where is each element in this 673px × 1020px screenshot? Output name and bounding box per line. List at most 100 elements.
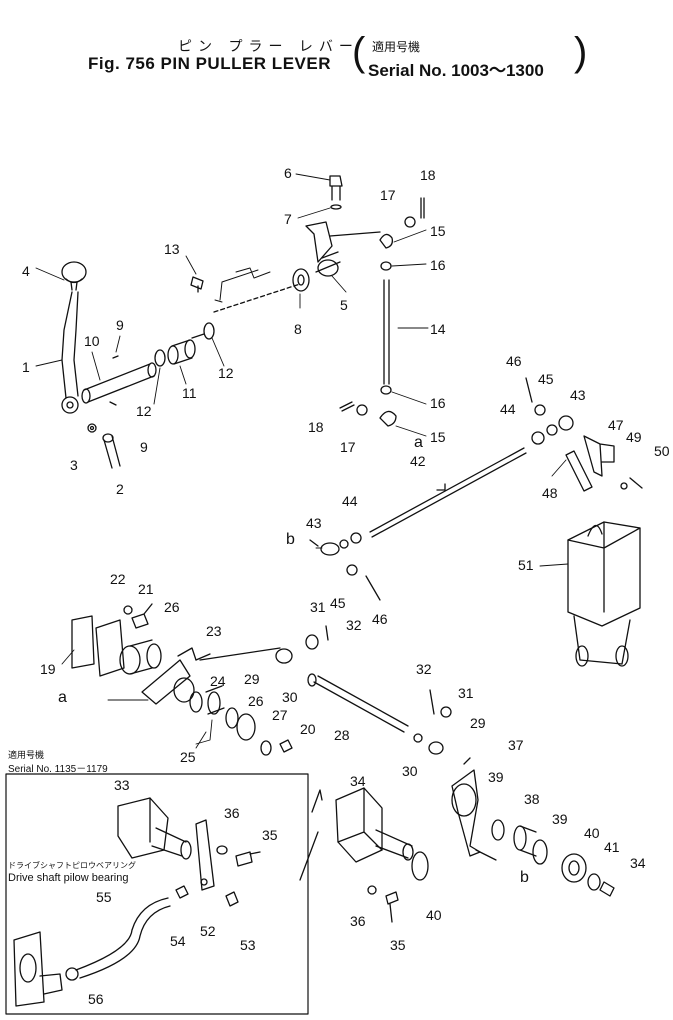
part-number-callout: 34 [350,773,366,789]
pillow-bearing-japanese: ドライブシャフトピロウベアリング [8,861,136,870]
washer-part [216,845,228,855]
part-number-callout: 24 [210,673,226,689]
pin-part [109,355,119,406]
part-number-callout: 2 [116,481,124,497]
grease-fitting-part [279,739,293,753]
fitting-part [175,885,239,907]
serial-japanese: 適用号機 [372,40,421,54]
part-number-callout: 54 [170,933,186,949]
part-number-callout: 17 [380,187,396,203]
part-number-callout: 48 [542,485,558,501]
pillow-bearing-label: Drive shaft pilow bearing [8,872,129,884]
part-number-callout: 46 [506,353,522,369]
part-number-callout: 40 [426,907,442,923]
inset-serial-japanese: 適用号機 [8,751,45,761]
rod-part [379,233,397,427]
bolt-part [367,885,399,923]
part-number-callout: 26 [248,693,264,709]
knob-part [61,261,87,291]
reference-letter: a [414,434,423,451]
bushing-part [154,322,215,367]
part-number-callout: 16 [430,395,446,411]
part-number-callout: 19 [40,661,56,677]
part-number-callout: 21 [138,581,154,597]
part-number-callout: 45 [538,371,554,387]
part-number-callout: 12 [218,365,234,381]
bolt-part [235,851,261,867]
clevis-part [309,532,381,601]
part-number-callout: 31 [310,599,326,615]
part-number-callout: 12 [136,403,152,419]
bolt-part [123,603,153,629]
part-number-callout: 53 [240,937,256,953]
part-number-callout: 36 [350,913,366,929]
reference-letter: a [58,689,67,706]
bushing-part [189,685,256,741]
part-number-callout: 11 [182,385,197,401]
pillow-block-part [117,797,192,860]
part-number-callout: 1 [22,359,30,375]
cotter-pin-part [339,197,425,412]
bracket-part [565,435,643,492]
part-number-callout: 25 [180,749,196,765]
clevis-part [525,377,574,445]
part-number-callout: 38 [524,791,540,807]
lever-part [61,291,79,414]
part-number-callout: 56 [88,991,104,1007]
part-number-callout: 44 [500,401,516,417]
pillow-block-part [299,787,429,881]
open-paren: ( [352,30,366,74]
part-number-callout: 39 [552,811,568,827]
part-number-callout: 34 [630,855,646,871]
part-number-callout: 47 [608,417,624,433]
part-number-callout: 28 [334,727,350,743]
nut-part [87,423,97,433]
arm-part [451,757,497,861]
part-number-callout: 29 [244,671,260,687]
part-number-callout: 9 [140,439,148,455]
long-rod-part [369,447,527,538]
center-line [213,283,301,313]
part-number-callout: 32 [346,617,362,633]
part-number-callout: 37 [508,737,524,753]
part-number-callout: 46 [372,611,388,627]
part-number-callout: 55 [96,889,112,905]
part-number-callout: 30 [402,763,418,779]
part-number-callout: 27 [272,707,288,723]
bolt-part [102,433,121,469]
part-number-callout: 22 [110,571,126,587]
part-number-callout: 35 [390,937,406,953]
mount-bracket-part [71,615,162,677]
grease-fitting-part [190,276,204,293]
arm-part [141,647,281,705]
part-number-callout: 39 [488,769,504,785]
valve-part [567,521,641,667]
part-number-callout: 5 [340,297,348,313]
bracket-part [305,221,381,277]
part-number-callout: 52 [200,923,216,939]
part-number-callout: 43 [306,515,322,531]
part-number-callout: 33 [114,777,130,793]
figure-title: Fig. 756 PIN PULLER LEVER [88,54,331,73]
rod-part [307,673,409,733]
rod-end-part [413,689,452,755]
part-number-callout: 49 [626,429,642,445]
washer-part [292,268,310,292]
bolt-part [329,175,343,210]
part-number-callout: 18 [308,419,324,435]
washer-part [260,740,272,756]
part-number-callout: 23 [206,623,222,639]
arm-part [195,819,215,891]
part-number-callout: 13 [164,241,180,257]
shaft-part [81,362,157,404]
part-number-callout: 29 [470,715,486,731]
reference-letter: b [520,869,529,886]
part-number-callout: 32 [416,661,432,677]
reference-letter: b [286,531,295,548]
inset-frame [5,773,309,1015]
bushing-part [491,819,615,897]
part-number-callout: 20 [300,721,316,737]
pillow-bearing-part [13,931,63,1007]
serial-range: Serial No. 1003～1300 [368,61,544,80]
